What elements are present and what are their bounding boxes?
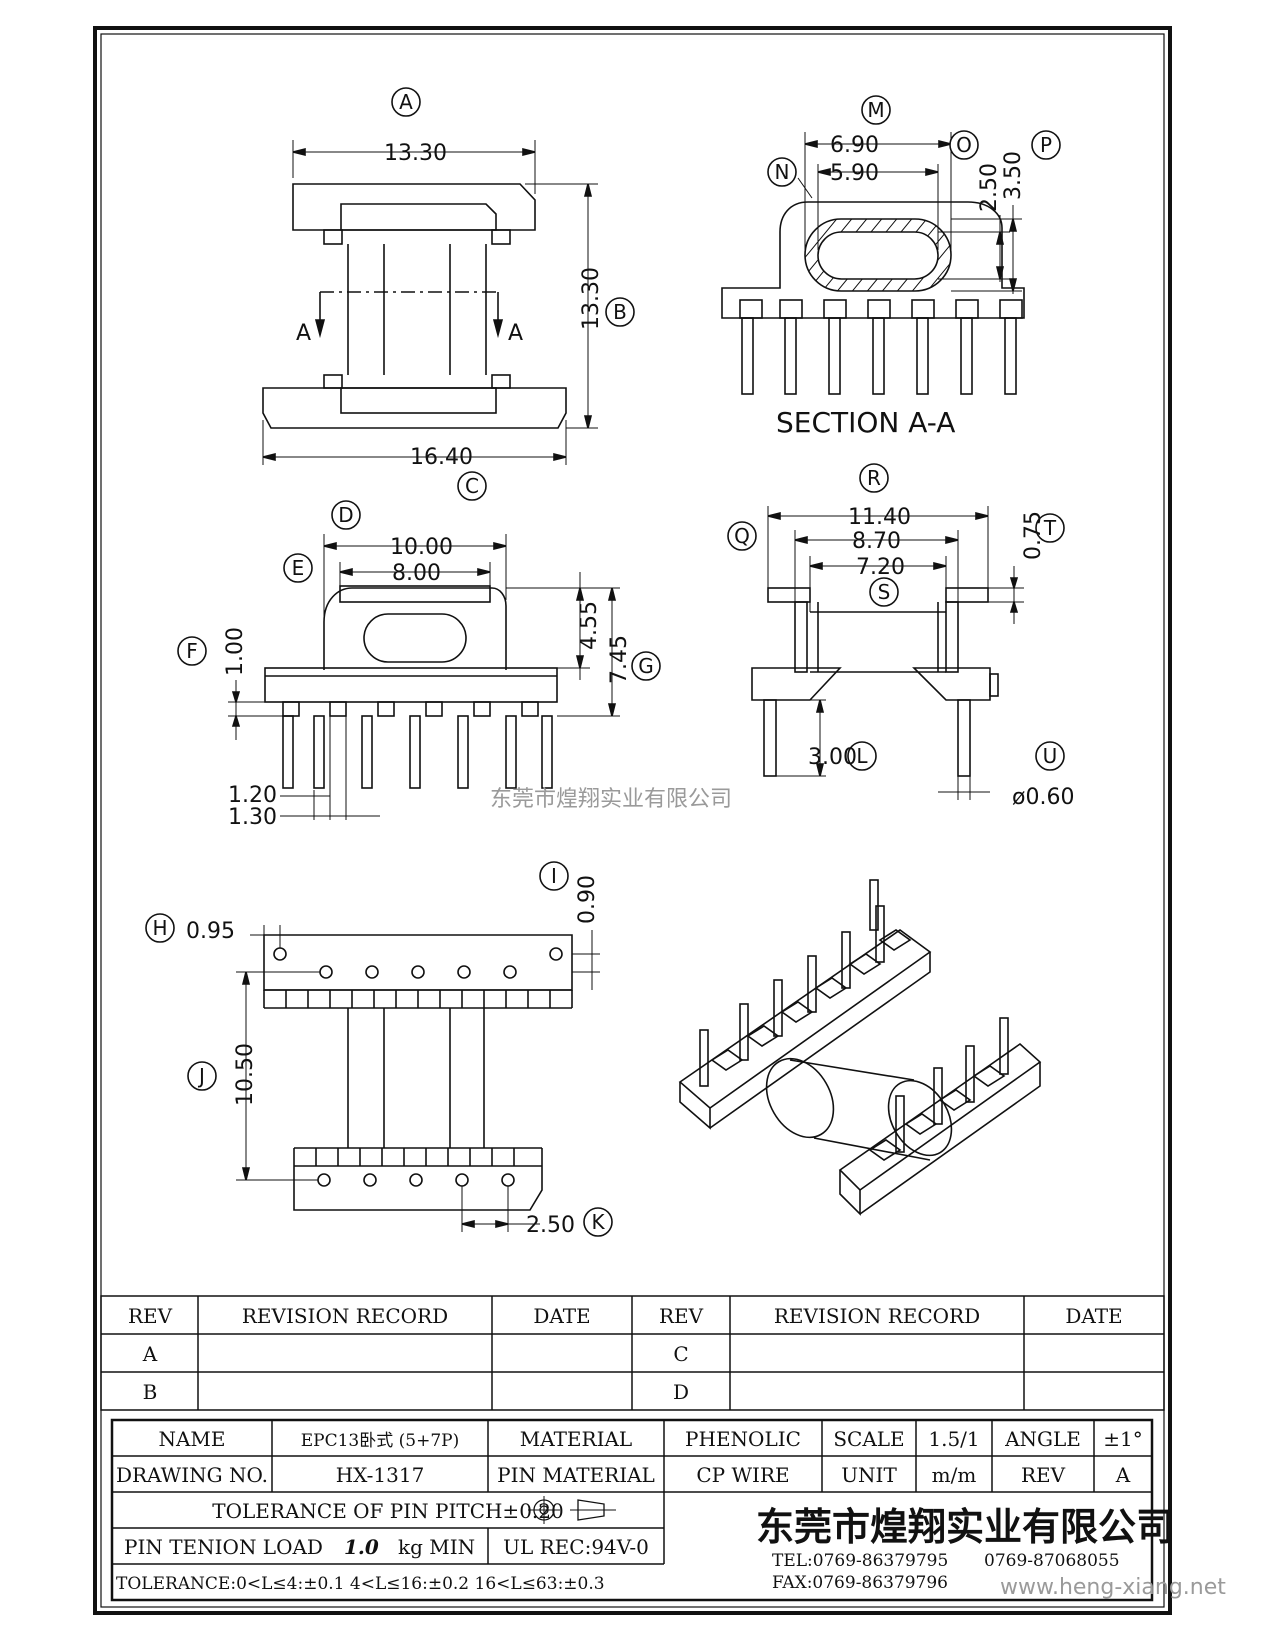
- pin-tension-label: PIN TENION LOAD: [124, 1535, 323, 1559]
- revision-table: [100, 1295, 1165, 1411]
- section-title: SECTION A-A: [776, 406, 955, 439]
- pin-tension-value: 1.0: [344, 1535, 379, 1559]
- callout-f: F: [186, 639, 198, 663]
- pin-material-label: PIN MATERIAL: [497, 1463, 655, 1487]
- rev-date-header-2: DATE: [1065, 1304, 1122, 1328]
- title-block: [110, 1418, 1154, 1602]
- callout-d: D: [338, 503, 353, 527]
- dim-o: 2.50: [977, 163, 1002, 212]
- company-tel2: 0769-87068055: [984, 1551, 1120, 1571]
- callout-u: U: [1043, 744, 1058, 768]
- callout-t: T: [1043, 516, 1057, 540]
- dim-pitch2: 1.30: [228, 805, 277, 830]
- dim-i: 0.90: [575, 875, 600, 924]
- isometric-view: [678, 879, 1042, 1216]
- callout-h: H: [152, 916, 167, 940]
- dim-l: 3.00: [808, 745, 857, 770]
- outer-border: [93, 26, 1172, 1615]
- bottom-view: [236, 925, 600, 1232]
- dim-d: 10.00: [390, 535, 453, 560]
- rev-record-header-2: REVISION RECORD: [774, 1304, 980, 1328]
- section-view: [721, 132, 1025, 395]
- rev-row-c: C: [673, 1342, 688, 1366]
- dim-h: 0.95: [186, 919, 235, 944]
- scale-label: SCALE: [833, 1427, 904, 1451]
- callout-m: M: [867, 98, 884, 122]
- angle-label: ANGLE: [1004, 1427, 1081, 1451]
- callout-c: C: [465, 474, 479, 498]
- callout-s: S: [878, 580, 891, 604]
- dim-q: 8.70: [852, 529, 901, 554]
- dim-r: 11.40: [848, 505, 911, 530]
- dim-f: 1.00: [223, 627, 248, 676]
- dim-g1: 4.55: [577, 601, 602, 650]
- dim-c: 16.40: [410, 445, 473, 470]
- top-view: [262, 140, 598, 465]
- unit-label: UNIT: [841, 1463, 897, 1487]
- dim-s: 7.20: [856, 555, 905, 580]
- dim-p: 3.50: [1001, 151, 1026, 200]
- company-name: 东莞市煌翔实业有限公司: [756, 1504, 1174, 1549]
- callout-b: B: [613, 300, 627, 324]
- dim-m2: 5.90: [830, 161, 879, 186]
- inner-border: [100, 33, 1165, 1608]
- section-marker-right: A: [508, 321, 523, 346]
- callout-o: O: [956, 133, 972, 157]
- rev-date-header-1: DATE: [533, 1304, 590, 1328]
- rev-record-header-1: REVISION RECORD: [242, 1304, 448, 1328]
- unit-value: m/m: [932, 1463, 977, 1487]
- rev-row-b: B: [143, 1380, 158, 1404]
- callout-a: A: [399, 90, 413, 114]
- callout-l: L: [856, 744, 868, 768]
- pin-material-value: CP WIRE: [696, 1463, 789, 1487]
- callout-g: G: [638, 654, 654, 678]
- dim-t: 0.75: [1021, 511, 1046, 560]
- callout-circles: [145, 87, 1065, 1237]
- rev-value: A: [1115, 1463, 1131, 1487]
- material-label: MATERIAL: [520, 1427, 632, 1451]
- callout-p: P: [1040, 133, 1052, 157]
- ul-rating: UL REC:94V-0: [503, 1535, 649, 1559]
- scale-value: 1.5/1: [928, 1427, 979, 1451]
- callout-r: R: [867, 466, 881, 490]
- drawing-no-label: DRAWING NO.: [116, 1463, 268, 1487]
- drawing-no-value: HX-1317: [336, 1463, 425, 1487]
- dim-pitch1: 1.20: [228, 783, 277, 808]
- rev-row-d: D: [673, 1380, 689, 1404]
- dim-m1: 6.90: [830, 133, 879, 158]
- material-value: PHENOLIC: [685, 1427, 801, 1451]
- dim-u: ø0.60: [1012, 785, 1074, 810]
- company-fax: FAX:0769-86379796: [772, 1573, 948, 1593]
- dim-a: 13.30: [384, 141, 447, 166]
- dim-g2: 7.45: [607, 635, 632, 684]
- callout-e: E: [292, 556, 305, 580]
- callout-j: J: [197, 1064, 205, 1088]
- name-value: EPC13卧式 (5+7P): [301, 1431, 459, 1451]
- company-tel: TEL:0769-86379795: [772, 1551, 948, 1571]
- pin-tension-unit: kg MIN: [398, 1535, 475, 1559]
- angle-value: ±1°: [1103, 1427, 1142, 1451]
- callout-k: K: [591, 1210, 605, 1234]
- dim-b: 13.30: [579, 267, 604, 330]
- dim-e: 8.00: [392, 561, 441, 586]
- rev-row-a: A: [142, 1342, 158, 1366]
- tolerance-general: TOLERANCE:0<L≤4:±0.1 4<L≤16:±0.2 16<L≤63…: [116, 1574, 605, 1594]
- rev-header-1: REV: [128, 1304, 173, 1328]
- tolerance-pitch: TOLERANCE OF PIN PITCH±0.20: [212, 1499, 563, 1523]
- dim-j: 10.50: [233, 1043, 258, 1106]
- section-marker-left: A: [296, 321, 311, 346]
- dim-k: 2.50: [526, 1213, 575, 1238]
- front-view: [228, 534, 620, 820]
- callout-n: N: [775, 160, 790, 184]
- watermark-company: 东莞市煌翔实业有限公司: [490, 787, 732, 812]
- watermark-url: www.heng-xiang.net: [1000, 1575, 1226, 1600]
- callout-q: Q: [734, 524, 750, 548]
- side-view: [751, 506, 1024, 800]
- rev-label: REV: [1021, 1463, 1066, 1487]
- callout-i: I: [551, 864, 557, 888]
- name-label: NAME: [158, 1427, 225, 1451]
- rev-header-2: REV: [659, 1304, 704, 1328]
